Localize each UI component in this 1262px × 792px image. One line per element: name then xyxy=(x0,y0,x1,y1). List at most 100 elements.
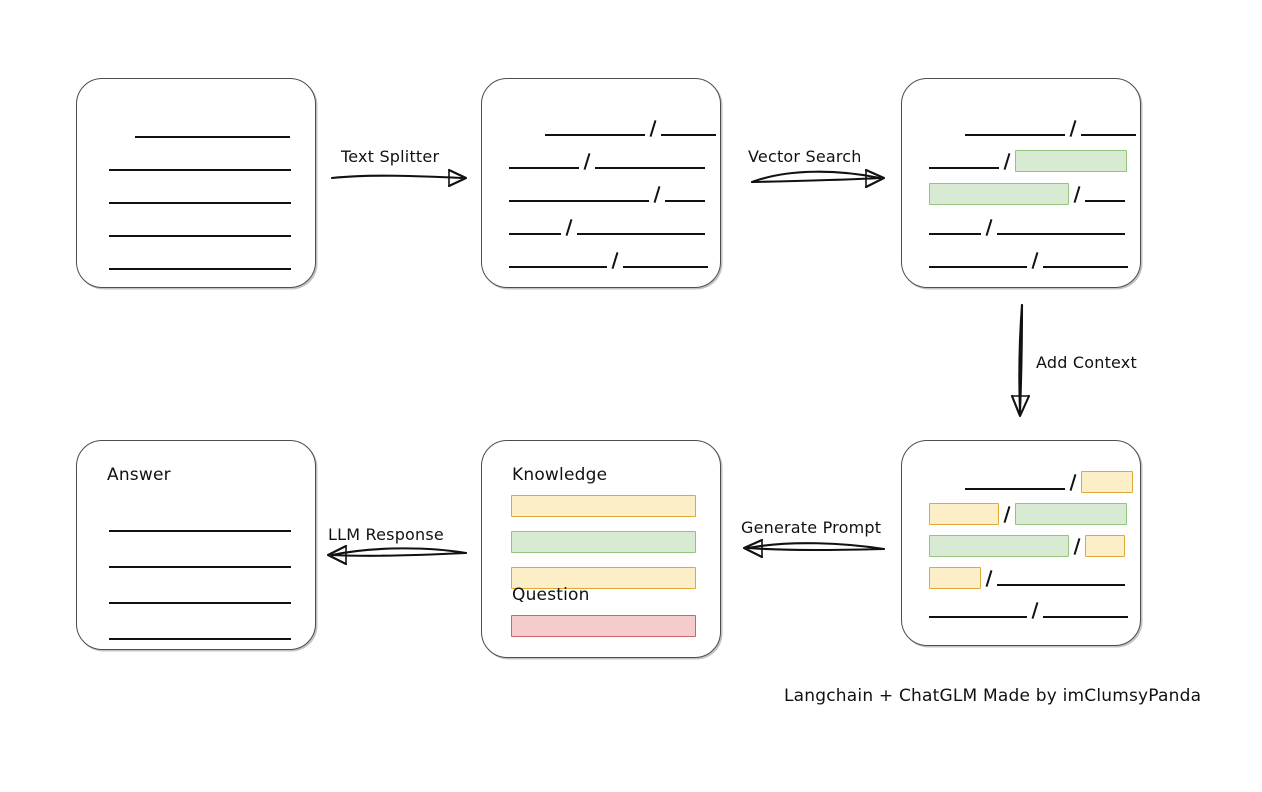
answer-label: Answer xyxy=(107,465,171,485)
highlight-chip-yellow xyxy=(929,567,981,589)
text-line-segment xyxy=(135,136,290,138)
text-line-segment xyxy=(109,566,291,568)
arrow-label-llm-response: LLM Response xyxy=(328,525,444,544)
text-line-segment xyxy=(1043,266,1128,268)
document-line xyxy=(902,599,1128,621)
arrow-vector-search xyxy=(750,168,886,189)
document-line xyxy=(482,216,705,238)
arrow-label-generate-prompt: Generate Prompt xyxy=(741,518,882,537)
text-line-segment xyxy=(965,134,1065,136)
document-line xyxy=(902,471,1133,493)
context-chunks-rows xyxy=(902,441,1140,645)
document-line xyxy=(902,535,1125,557)
document-line xyxy=(482,249,708,271)
text-line-segment xyxy=(623,266,708,268)
text-line-segment xyxy=(929,616,1027,618)
document-line xyxy=(902,117,1136,139)
arrow-generate-prompt xyxy=(742,538,886,559)
document-line xyxy=(77,152,291,174)
chunk-separator-icon xyxy=(1031,602,1039,619)
text-line-segment xyxy=(965,488,1065,490)
text-line-segment xyxy=(109,202,291,204)
document-line xyxy=(77,585,291,607)
text-line-segment xyxy=(997,233,1125,235)
arrow-label-add-context: Add Context xyxy=(1036,353,1137,372)
highlight-chip-yellow xyxy=(1081,471,1133,493)
knowledge-chip-list xyxy=(511,495,696,603)
text-line-segment xyxy=(509,167,579,169)
document-line xyxy=(482,183,705,205)
knowledge-chip-yellow xyxy=(511,495,696,517)
chunk-separator-icon xyxy=(1069,120,1077,137)
chunk-separator-icon xyxy=(1073,186,1081,203)
document-line xyxy=(77,621,291,643)
answer-rows xyxy=(77,441,315,649)
chunk-separator-icon xyxy=(583,153,591,170)
chunk-separator-icon xyxy=(611,252,619,269)
document-line xyxy=(77,185,291,207)
highlight-chip-yellow xyxy=(929,503,999,525)
text-line-segment xyxy=(1081,134,1136,136)
knowledge-heading: Knowledge xyxy=(512,465,608,485)
arrow-text-splitter xyxy=(330,168,468,188)
text-line-segment xyxy=(109,169,291,171)
highlight-chip-green xyxy=(929,535,1069,557)
document-line xyxy=(77,119,290,141)
text-line-segment xyxy=(109,268,291,270)
chunk-separator-icon xyxy=(653,186,661,203)
source-document-card[interactable] xyxy=(76,78,316,288)
text-line-segment xyxy=(109,235,291,237)
text-line-segment xyxy=(595,167,705,169)
document-line xyxy=(902,183,1125,205)
document-line xyxy=(902,150,1127,172)
document-line xyxy=(482,117,716,139)
chunk-separator-icon xyxy=(1069,474,1077,491)
source-document-rows xyxy=(77,79,315,287)
document-line xyxy=(77,549,291,571)
chunk-separator-icon xyxy=(985,219,993,236)
matched-chunks-rows xyxy=(902,79,1140,287)
document-line xyxy=(77,251,291,273)
question-chip-list xyxy=(511,615,696,651)
text-line-segment xyxy=(1085,200,1125,202)
chunk-separator-icon xyxy=(565,219,573,236)
document-line xyxy=(902,503,1127,525)
text-line-segment xyxy=(509,200,649,202)
context-chunks-card[interactable] xyxy=(901,440,1141,646)
prompt-card[interactable]: Knowledge Question xyxy=(481,440,721,658)
highlight-chip-green xyxy=(1015,150,1127,172)
footer-credit: Langchain + ChatGLM Made by imClumsyPand… xyxy=(784,686,1202,706)
document-line xyxy=(77,513,291,535)
split-chunks-card[interactable] xyxy=(481,78,721,288)
text-line-segment xyxy=(665,200,705,202)
chunk-separator-icon xyxy=(1031,252,1039,269)
document-line xyxy=(902,567,1125,589)
question-chip-red xyxy=(511,615,696,637)
arrow-label-vector-search: Vector Search xyxy=(748,147,862,166)
text-line-segment xyxy=(545,134,645,136)
text-line-segment xyxy=(109,638,291,640)
highlight-chip-yellow xyxy=(1085,535,1125,557)
knowledge-chip-yellow xyxy=(511,567,696,589)
text-line-segment xyxy=(509,266,607,268)
answer-card[interactable]: Answer xyxy=(76,440,316,650)
highlight-chip-green xyxy=(929,183,1069,205)
document-line xyxy=(482,150,705,172)
chunk-separator-icon xyxy=(985,570,993,587)
question-heading: Question xyxy=(512,585,590,605)
text-line-segment xyxy=(929,233,981,235)
text-line-segment xyxy=(929,167,999,169)
arrow-llm-response xyxy=(326,544,468,566)
chunk-separator-icon xyxy=(649,120,657,137)
split-chunks-rows xyxy=(482,79,720,287)
text-line-segment xyxy=(929,266,1027,268)
arrow-add-context xyxy=(1010,303,1031,418)
chunk-separator-icon xyxy=(1073,538,1081,555)
matched-chunks-card[interactable] xyxy=(901,78,1141,288)
text-line-segment xyxy=(509,233,561,235)
chunk-separator-icon xyxy=(1003,153,1011,170)
document-line xyxy=(902,249,1128,271)
text-line-segment xyxy=(109,530,291,532)
arrow-label-text-splitter: Text Splitter xyxy=(341,147,440,166)
